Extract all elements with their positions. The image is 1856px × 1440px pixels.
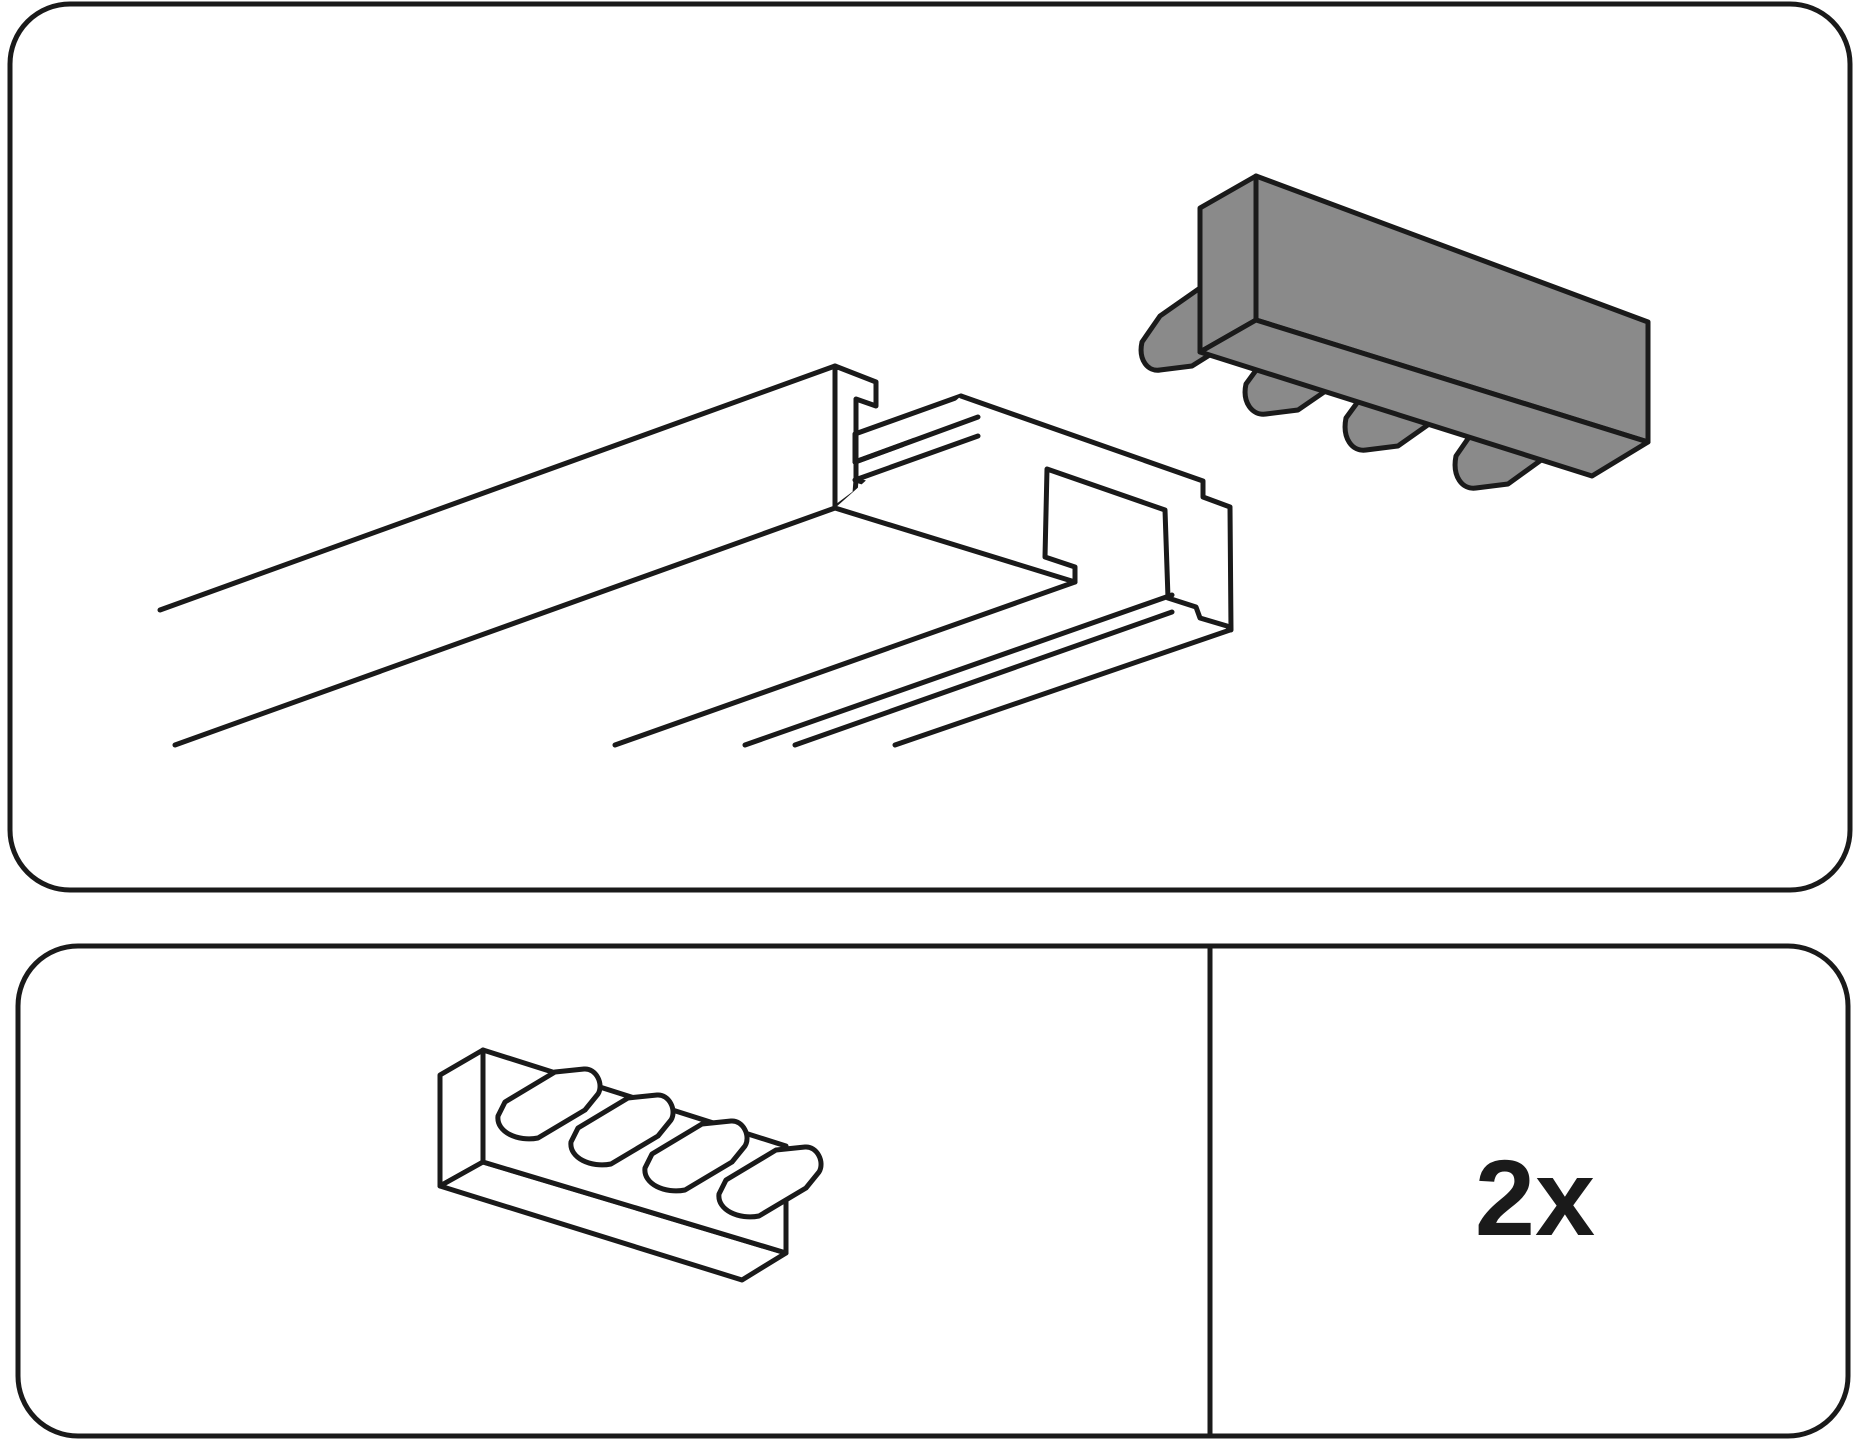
end-cap: [1138, 173, 1651, 491]
curtain-rail: [157, 363, 1234, 748]
end-cap-part-hook: [642, 1118, 750, 1194]
end-cap-hook: [1138, 285, 1211, 373]
end-cap-hook: [1452, 427, 1547, 491]
assembly-step-panel: [7, 1, 1853, 893]
end-cap-part-hook: [568, 1092, 676, 1168]
end-cap-part-hook: [495, 1066, 603, 1142]
parts-list-panel: [15, 943, 1851, 1439]
end-cap-part-icon: [437, 1047, 824, 1283]
quantity-label: 2x: [1475, 1137, 1595, 1258]
end-cap-part-hook: [716, 1144, 824, 1220]
